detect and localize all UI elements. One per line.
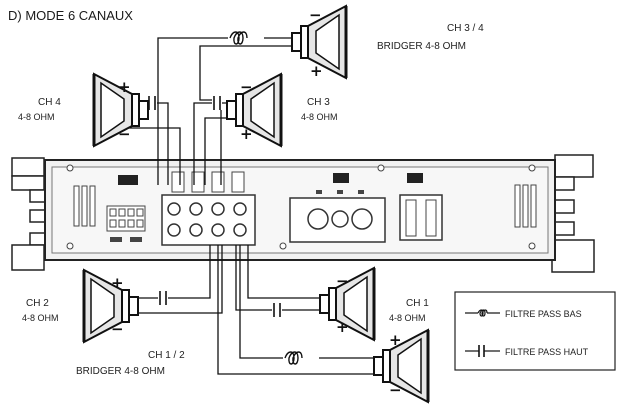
page-title: D) MODE 6 CANAUX [8,8,133,23]
ch4-minus-mark: − [118,125,131,143]
ch34-plus-mark: + [310,62,323,80]
ch34-label: CH 3 / 4 [447,23,484,34]
ch34-minus-mark: − [309,6,322,24]
ch3-plus-mark: + [240,125,253,143]
ch34-detail: BRIDGER 4-8 OHM [377,41,466,52]
ch2-detail: 4-8 OHM [22,313,59,323]
ch2-label: CH 2 [26,298,49,309]
ch3-detail: 4-8 OHM [301,112,338,122]
capacitor-ch2 [158,291,168,305]
capacitor-ch1 [272,303,282,317]
ch4-plus-mark: + [118,78,131,96]
ch4-label: CH 4 [38,97,61,108]
amplifier [11,154,595,273]
capacitor-ch3 [212,96,222,110]
wiring [118,37,390,375]
ch2-plus-mark: + [111,274,124,292]
inductor-ch34 [228,31,264,45]
legend-low-pass-label: FILTRE PASS BAS [505,309,582,319]
legend-high-pass-label: FILTRE PASS HAUT [505,347,589,357]
ch12-label: CH 1 / 2 [148,350,185,361]
speaker-ch3 [227,74,281,146]
ch1-label: CH 1 [406,298,429,309]
ch1-plus-mark: + [336,318,349,336]
ch4-detail: 4-8 OHM [18,112,55,122]
legend [454,291,616,371]
ch12-plus-mark: + [389,331,402,349]
ch1-minus-mark: − [336,272,349,290]
ch12-minus-mark: − [389,381,402,399]
ch12-detail: BRIDGER 4-8 OHM [76,366,165,377]
ch3-minus-mark: − [240,78,253,96]
ch3-label: CH 3 [307,97,330,108]
inductor-ch12 [283,351,319,365]
ch2-minus-mark: − [111,320,124,338]
ch1-detail: 4-8 OHM [389,313,426,323]
